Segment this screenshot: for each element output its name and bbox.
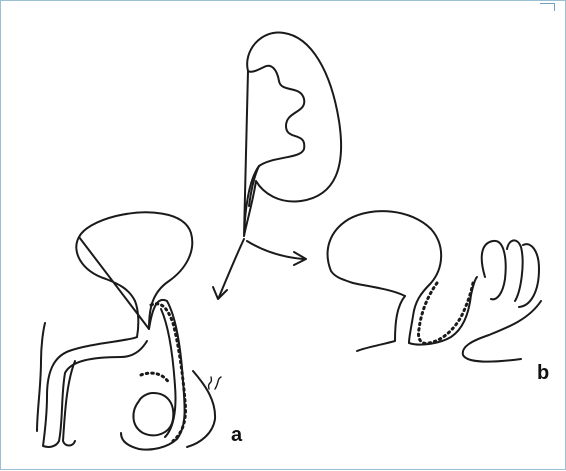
panel-b-fold-2 [507,240,523,301]
panel-b-base [463,301,541,362]
arrow-to-a [213,239,244,299]
panel-a-dotted-lining [141,304,186,441]
panel-a-penis-outline [37,323,45,431]
panel-b-duct [357,296,405,351]
panel-label-a: a [231,425,242,445]
panel-a-bladder [76,212,192,337]
panel-b-dotted-lining [418,283,473,343]
panel-b-drawing [328,211,541,361]
panel-a-testis [133,393,173,435]
arrow-to-b [247,241,306,265]
source-organ [244,33,341,236]
panel-a-urethra-outer [43,337,147,447]
panel-label-b: b [537,363,549,383]
panel-b-fold-1 [482,241,506,299]
panel-b-bladder [328,211,442,343]
panel-a-hair-mark [209,377,221,389]
source-organ-outline [244,33,341,236]
panel-a-drawing [37,212,221,449]
